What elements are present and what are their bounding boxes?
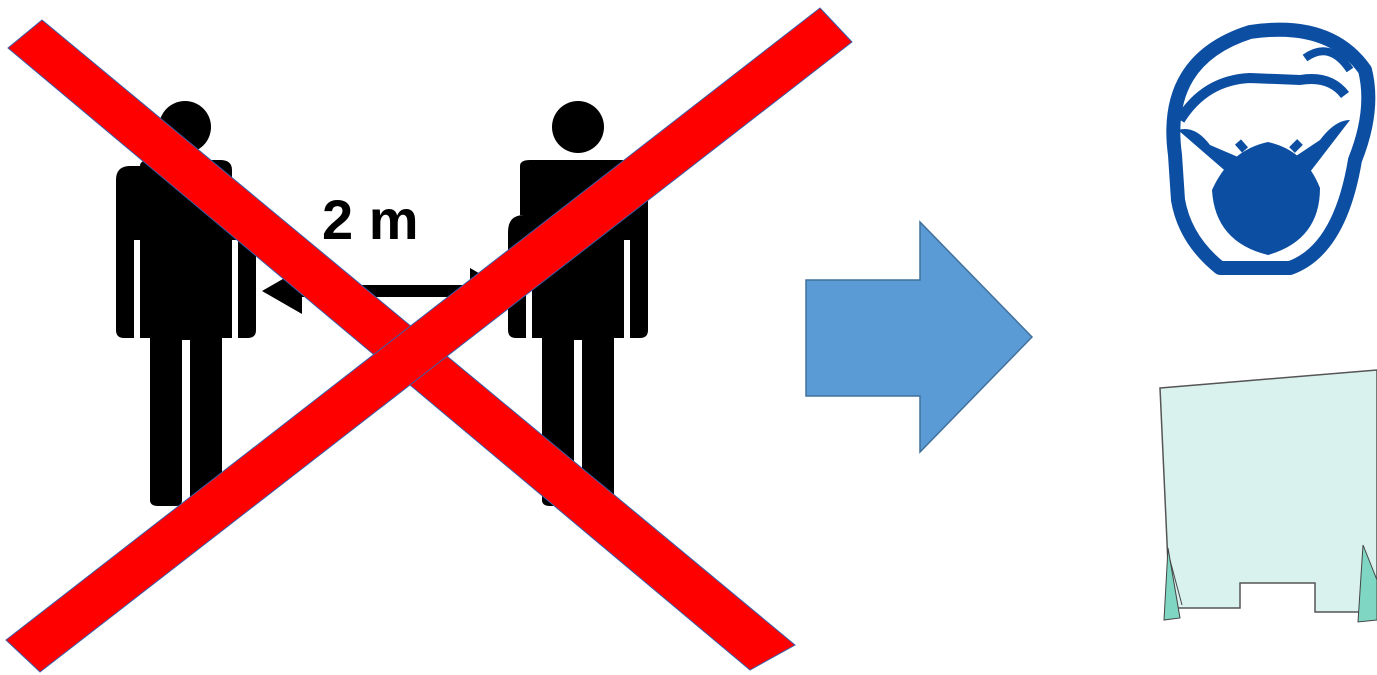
respirator-mask-icon	[1173, 30, 1368, 268]
distance-label: 2 m	[322, 192, 419, 248]
plexiglass-shield-icon	[1160, 370, 1377, 622]
right-arrow-icon	[806, 222, 1032, 452]
red-x-icon	[6, 8, 852, 672]
